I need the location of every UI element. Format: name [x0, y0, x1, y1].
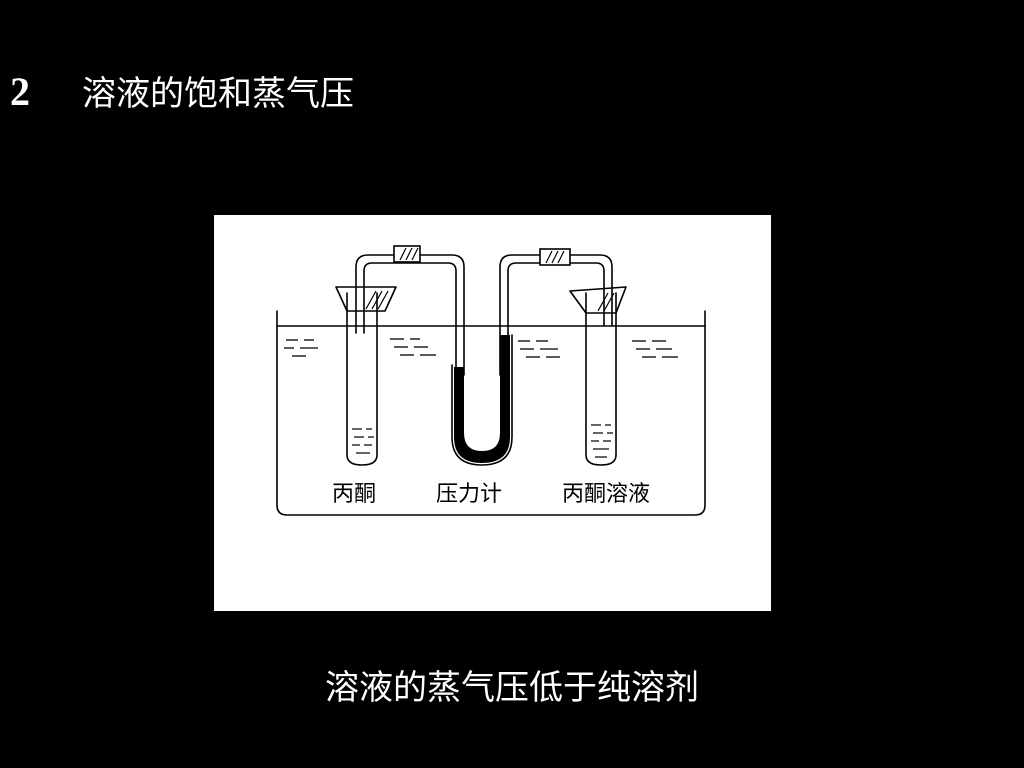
right-test-tube: [585, 292, 617, 466]
slide-number: 2: [10, 69, 30, 114]
slide-title: 溶液的饱和蒸气压: [82, 74, 354, 114]
vapor-pressure-diagram: 丙酮 压力计 丙酮溶液: [214, 215, 771, 611]
left-stopper: [335, 286, 397, 312]
manometer-bend-outer: [451, 334, 513, 466]
left-connecting-tube-inner: [363, 262, 457, 376]
right-stopper: [569, 286, 627, 314]
water-ripples: [284, 338, 678, 358]
apparatus-drawing: [276, 245, 706, 516]
left-stopcock: [393, 245, 421, 263]
manometer-mercury: [454, 335, 510, 463]
label-acetone: 丙酮: [332, 482, 377, 507]
right-tube-liquid: [591, 424, 613, 458]
right-connecting-tube-inner: [507, 262, 605, 376]
water-bath: [276, 310, 706, 516]
label-manometer: 压力计: [436, 482, 503, 507]
slide-caption: 溶液的蒸气压低于纯溶剂: [325, 668, 699, 708]
label-acetone-solution: 丙酮溶液: [562, 482, 651, 507]
left-tube-liquid: [352, 428, 374, 454]
left-test-tube: [346, 292, 378, 466]
left-connecting-tube-outer: [355, 254, 465, 376]
